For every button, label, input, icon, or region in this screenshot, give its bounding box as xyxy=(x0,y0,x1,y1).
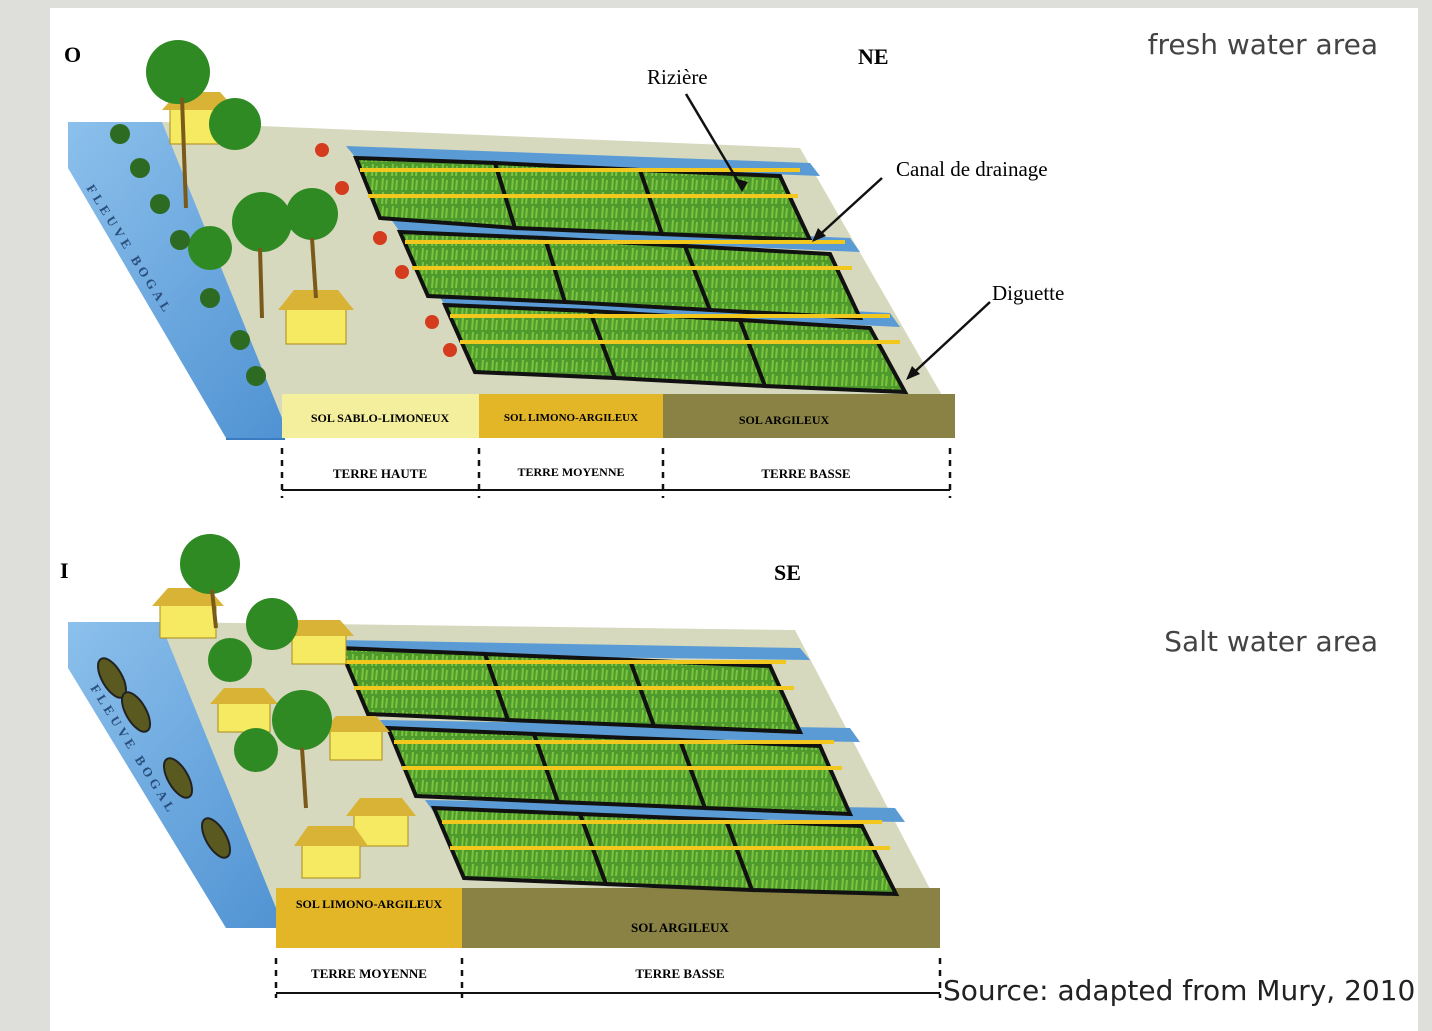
rice-field-diagram: O NE FLEUVE BOGAL SOL SABLO-LIMONEUX SOL… xyxy=(60,40,1064,998)
top-orientation-left: O xyxy=(64,42,81,67)
top-soil-clay-band xyxy=(663,394,955,438)
top-soil-sand-band xyxy=(282,394,479,438)
salt-water-label: Salt water area xyxy=(1164,625,1378,658)
bottom-village xyxy=(152,534,416,879)
top-soil-label-3: SOL ARGILEUX xyxy=(739,413,830,427)
diagram-frame: O NE FLEUVE BOGAL SOL SABLO-LIMONEUX SOL… xyxy=(50,8,1418,1031)
top-soil-label-2: SOL LIMONO-ARGILEUX xyxy=(504,412,638,424)
top-soil-loam-band xyxy=(479,394,663,438)
bottom-paddy xyxy=(336,645,511,723)
bottom-diagram: I SE FLEUVE BOGAL SOL LIMONO-ARGILEUX SO… xyxy=(60,534,942,998)
bottom-land-label-2: TERRE BASSE xyxy=(635,966,724,981)
fresh-water-label: fresh water area xyxy=(1147,28,1378,61)
top-paddy xyxy=(492,160,665,237)
top-paddies xyxy=(353,155,909,395)
bottom-orientation-left: I xyxy=(60,558,69,583)
top-soil-label-1: SOL SABLO-LIMONEUX xyxy=(311,411,450,425)
bottom-soil-clay-band xyxy=(462,888,940,948)
bottom-soil-loam-band xyxy=(276,888,462,948)
callout-diguette: Diguette xyxy=(992,281,1064,305)
top-diagram: O NE FLEUVE BOGAL SOL SABLO-LIMONEUX SOL… xyxy=(64,40,1064,498)
callout-riziere: Rizière xyxy=(647,65,708,89)
top-orientation-right: NE xyxy=(858,44,889,69)
top-land-label-3: TERRE BASSE xyxy=(761,466,850,481)
bottom-land-label-1: TERRE MOYENNE xyxy=(311,966,427,981)
bottom-paddy xyxy=(531,731,708,811)
top-land-label-2: TERRE MOYENNE xyxy=(517,465,624,479)
bottom-soil-label-1: SOL LIMONO-ARGILEUX xyxy=(296,897,443,911)
top-village xyxy=(110,40,457,386)
callout-canal: Canal de drainage xyxy=(896,157,1048,181)
source-caption: Source: adapted from Mury, 2010 xyxy=(943,974,1416,1007)
top-land-label-1: TERRE HAUTE xyxy=(333,466,427,481)
bottom-orientation-right: SE xyxy=(774,560,801,585)
bottom-soil-label-2: SOL ARGILEUX xyxy=(631,920,730,935)
top-paddy xyxy=(737,317,909,395)
bottom-paddy xyxy=(384,725,561,805)
